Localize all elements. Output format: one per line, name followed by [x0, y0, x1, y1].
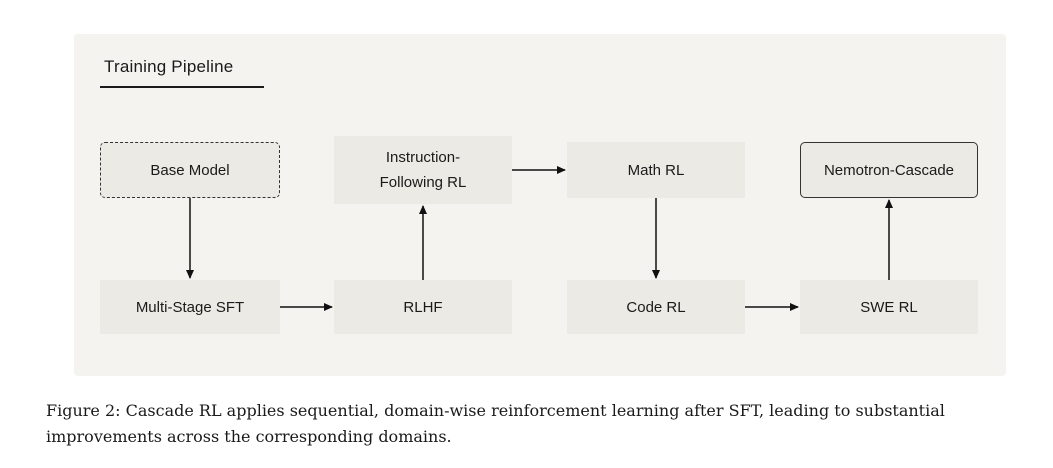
- node-swe-rl: SWE RL: [800, 280, 978, 334]
- node-base-model: Base Model: [100, 142, 280, 198]
- diagram-title: Training Pipeline: [104, 57, 234, 76]
- node-instruction-following-rl: Instruction-Following RL: [334, 136, 512, 204]
- node-multi-stage-sft: Multi-Stage SFT: [100, 280, 280, 334]
- figure-caption: Figure 2: Cascade RL applies sequential,…: [46, 401, 945, 446]
- node-rlhf: RLHF: [334, 280, 512, 334]
- node-code-rl: Code RL: [567, 280, 745, 334]
- node-math-rl: Math RL: [567, 142, 745, 198]
- node-nemotron-cascade: Nemotron-Cascade: [800, 142, 978, 198]
- title-underline: [100, 86, 264, 88]
